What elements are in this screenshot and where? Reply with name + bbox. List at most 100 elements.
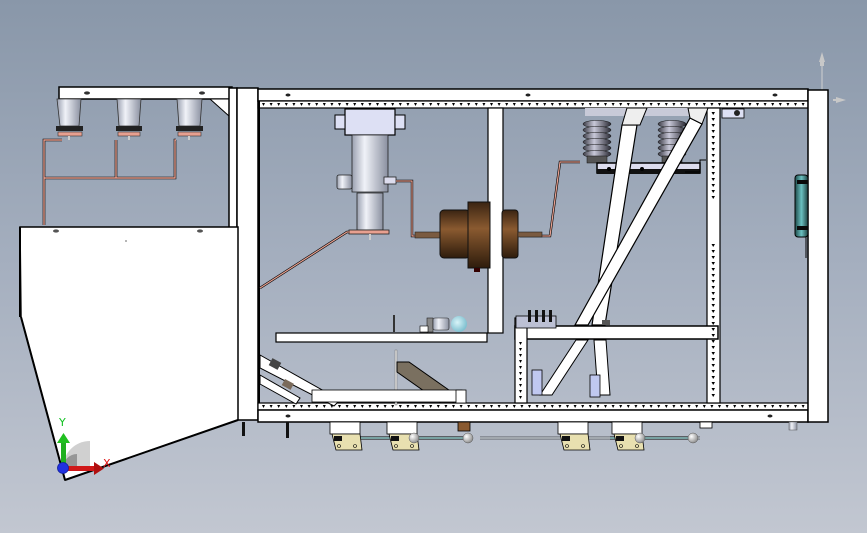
perforation-hole [459, 103, 463, 106]
lower-linkage[interactable] [259, 349, 467, 407]
mounting-block [329, 421, 361, 435]
perforation-hole [535, 405, 539, 408]
perforation-hole [300, 405, 303, 408]
perforation-hole [711, 262, 715, 265]
perforation-hole [444, 103, 448, 106]
perforation-hole [596, 405, 600, 408]
bushing-3[interactable] [176, 98, 203, 140]
perforation-hole [711, 382, 715, 385]
fan-unit[interactable] [794, 174, 809, 258]
perforation-hole [277, 405, 281, 408]
perforation-hole [619, 405, 623, 408]
perforation-hole [718, 103, 721, 106]
rod-end-ball[interactable] [634, 432, 646, 444]
perforation-hole [353, 103, 357, 106]
perforation-hole [619, 103, 623, 106]
perforation-hole [711, 286, 715, 289]
perforation-hole [786, 405, 790, 408]
perforation-hole [711, 298, 715, 301]
bushing-2[interactable] [116, 98, 142, 140]
perforation-hole [300, 103, 303, 106]
perforation-hole [711, 274, 715, 277]
perforation-hole [284, 103, 288, 106]
perforation-hole [535, 103, 539, 106]
perforation-hole [322, 103, 326, 106]
perforation-hole [763, 405, 767, 408]
perforation-hole [763, 103, 767, 106]
perforation-hole [711, 304, 715, 307]
perforation-hole [711, 310, 715, 313]
perforation-hole [711, 376, 715, 379]
perforation-hole [406, 405, 410, 408]
rod-end-ball[interactable] [408, 432, 420, 444]
perforation-hole [711, 196, 715, 199]
perforation-hole [626, 103, 630, 106]
perforation-hole [711, 370, 715, 373]
perforation-hole [680, 405, 683, 408]
perforation-hole [474, 405, 478, 408]
perforation-hole [436, 405, 440, 408]
perforation-hole [786, 103, 790, 106]
perforation-hole [505, 405, 509, 408]
perforation-hole [269, 405, 273, 408]
current-transformer[interactable] [334, 108, 406, 240]
perforation-hole [711, 112, 715, 115]
perforation-hole [748, 405, 752, 408]
heatsink [515, 310, 557, 329]
perforation-hole [748, 103, 752, 106]
operating-rods[interactable] [531, 107, 709, 398]
perforation-hole [467, 405, 471, 408]
perforation-hole [519, 360, 522, 363]
rod-end-ball[interactable] [462, 432, 474, 444]
perforation-hole [711, 142, 715, 145]
perforation-hole [711, 364, 715, 367]
perforation-hole [345, 405, 349, 408]
perforation-hole [711, 268, 715, 271]
perforation-hole [725, 405, 729, 408]
perforation-hole [368, 103, 372, 106]
perforation-hole [421, 405, 425, 408]
perforation-hole [604, 103, 607, 106]
perforation-hole [429, 103, 433, 106]
perforation-hole [398, 103, 402, 106]
perforation-hole [710, 103, 714, 106]
vacuum-interrupter[interactable] [414, 201, 543, 272]
perforation-hole [711, 340, 715, 343]
perforation-hole [558, 405, 562, 408]
perforation-hole [611, 405, 615, 408]
perforation-hole [711, 388, 715, 391]
x-axis-arrow [94, 462, 104, 475]
perforation-hole [756, 405, 759, 408]
perforation-hole [649, 405, 653, 408]
perforation-hole [520, 103, 524, 106]
perforation-hole [711, 118, 715, 121]
view-orientation-indicator [819, 52, 846, 103]
left-bushing-assembly[interactable] [42, 86, 259, 421]
perforation-hole [262, 405, 265, 408]
side-door-panel[interactable] [19, 226, 239, 481]
perforation-hole [778, 103, 782, 106]
bushing-1[interactable] [56, 98, 83, 140]
perforation-hole [711, 130, 715, 133]
bottom-linkage[interactable] [242, 421, 798, 451]
perforation-hole [406, 103, 410, 106]
cabinet-frame[interactable] [257, 88, 829, 423]
perforation-hole [711, 172, 715, 175]
perforation-hole [710, 405, 714, 408]
perforation-hole [338, 405, 341, 408]
perforation-hole [581, 103, 585, 106]
perforation-hole [756, 103, 759, 106]
perforation-hole [801, 405, 805, 408]
perforation-hole [482, 103, 486, 106]
perforation-hole [711, 316, 715, 319]
frame-perforations [262, 93, 805, 418]
rod-end-ball[interactable] [687, 432, 699, 444]
perforation-hole [771, 405, 775, 408]
indicator-lamp[interactable] [393, 315, 467, 333]
perforation-hole [519, 378, 522, 381]
perforation-hole [543, 405, 547, 408]
perforation-hole [711, 280, 715, 283]
perforation-hole [649, 103, 653, 106]
